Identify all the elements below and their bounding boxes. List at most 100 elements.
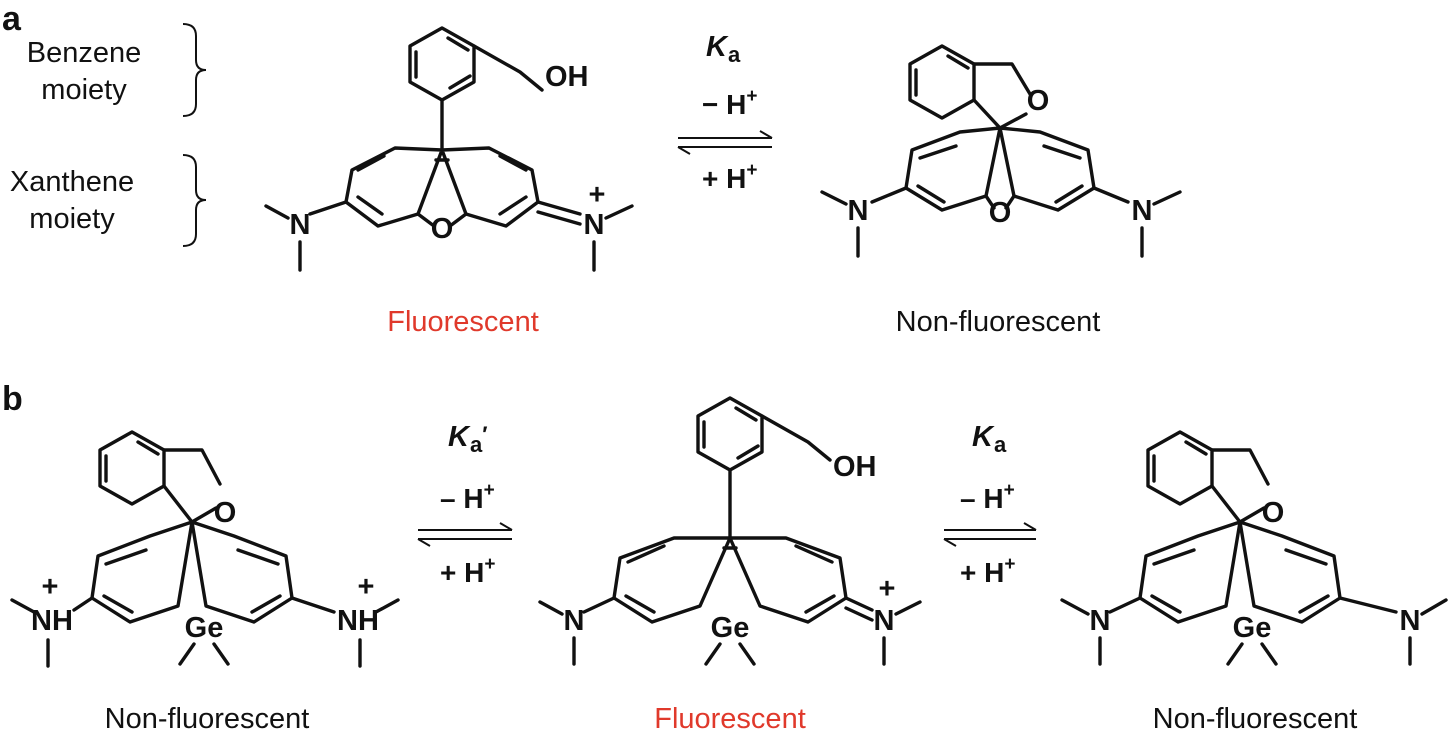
molecule-open-rhodamine: OH O N N + (264, 26, 634, 272)
left-ammonium-methyls (10, 598, 50, 668)
ch2oh-chain (760, 414, 832, 462)
iminium-charge: + (589, 179, 606, 211)
xanthene-moiety-label-line1: Xanthene (10, 166, 134, 198)
germanium-label: Ge (185, 612, 224, 644)
xanthene-moiety-brace (182, 154, 207, 247)
left-ammonium-bond (72, 596, 94, 612)
hydroxyl-label: OH (833, 451, 877, 483)
right-ammonium-methyls (358, 598, 400, 668)
benzene-moiety-brace (182, 23, 207, 117)
benzene-double-bonds (702, 406, 760, 460)
right-iminium-methyls (592, 204, 634, 272)
left-amine-methyls (538, 600, 576, 666)
xanthene-double-bonds (356, 154, 528, 216)
iminium-charge: + (879, 573, 896, 605)
lactone-ring (1210, 448, 1270, 524)
germanium-label: Ge (1233, 612, 1272, 644)
xanthene-double-bonds (916, 144, 1084, 204)
reverse-arrow-1[interactable] (417, 538, 512, 547)
ge-methyls (1226, 642, 1278, 666)
left-amine-n: N (564, 605, 585, 637)
iminium-double-bond (536, 200, 582, 226)
ring-oxygen-bonds (416, 212, 468, 228)
left-amine-bond (582, 596, 616, 614)
left-amine-bond (870, 186, 908, 204)
benzene-ring (908, 44, 976, 120)
right-amine-n: N (1400, 605, 1421, 637)
ring-double-bonds (102, 548, 282, 614)
reverse-arrow-2[interactable] (943, 538, 1036, 547)
equilibrium-arrows-a: Ka − H+ + H+ (677, 31, 773, 194)
benzene-double-bonds (1152, 440, 1208, 483)
forward-arrow[interactable] (678, 130, 773, 139)
ring-oxygen-label: O (989, 197, 1012, 229)
left-amine-methyls (1060, 598, 1102, 666)
benzene-ring (1146, 430, 1214, 506)
right-amine-bond (1092, 186, 1130, 204)
right-amine-bond (1338, 596, 1398, 614)
caption-right-non-fluorescent: Non-fluorescent (1153, 703, 1358, 735)
hydroxyl-label: OH (545, 61, 589, 93)
reverse-arrow[interactable] (677, 146, 772, 155)
left-amine-n: N (290, 209, 311, 241)
reverse-condition-2: + H+ (960, 554, 1015, 588)
left-ammonium-charge: + (42, 571, 59, 603)
ring-oxygen-label: O (431, 213, 454, 245)
benzene-ring (98, 430, 166, 506)
ring-double-bonds (624, 544, 836, 614)
panel-a-label: a (2, 0, 22, 38)
lactone-ring (162, 448, 222, 524)
ring-oxygen-bonds (984, 194, 1016, 210)
right-iminium-methyls (882, 600, 922, 666)
benzene-double-bonds (414, 36, 472, 90)
forward-arrow-1[interactable] (418, 522, 513, 531)
right-amine-methyls (1408, 598, 1448, 666)
benzene-double-bonds (104, 440, 160, 483)
molecule-dication-spiro: O Ge NH + NH + (10, 430, 400, 668)
panel-b: b O Ge NH + NH + Ka′ – H+ + H+ (2, 380, 1448, 735)
forward-arrow-2[interactable] (944, 522, 1037, 531)
left-amine-n: N (848, 195, 869, 227)
left-ammonium-nh: NH (31, 605, 73, 637)
reverse-condition: + H+ (702, 160, 757, 194)
germanium-label: Ge (711, 612, 750, 644)
forward-condition-2: – H+ (960, 480, 1015, 514)
benzene-moiety-label-line1: Benzene (27, 37, 142, 69)
molecule-neutral-spiro: O Ge N N (1060, 430, 1448, 666)
benzene-ring (696, 396, 764, 472)
ka-label-b: Ka (972, 421, 1007, 457)
caption-fluorescent: Fluorescent (387, 306, 539, 338)
caption-non-fluorescent: Non-fluorescent (896, 306, 1101, 338)
panel-a: a Benzene moiety Xanthene moiety OH O N … (2, 0, 1182, 338)
iminium-double-bond (844, 596, 874, 622)
equilibrium-arrows-b2: Ka – H+ + H+ (943, 421, 1037, 588)
ring-double-bonds (1150, 548, 1330, 614)
benzene-double-bonds (914, 54, 970, 97)
lactone-ring (972, 62, 1032, 130)
left-amine-methyls (820, 190, 860, 258)
lactone-oxygen: O (1027, 85, 1050, 117)
benzene-ring (408, 26, 476, 102)
right-iminium-n: N (874, 605, 895, 637)
lactone-oxygen: O (214, 497, 237, 529)
right-amine-n: N (1132, 195, 1153, 227)
reverse-condition-1: + H+ (440, 554, 495, 588)
lactone-oxygen: O (1262, 497, 1285, 529)
caption-middle-fluorescent: Fluorescent (654, 703, 806, 735)
molecule-open-ge-form: OH Ge N N + (538, 396, 922, 666)
ka-prime-label: Ka′ (448, 421, 487, 457)
caption-left-non-fluorescent: Non-fluorescent (105, 703, 310, 735)
ch2oh-chain (472, 44, 544, 92)
equilibrium-arrows-b1: Ka′ – H+ + H+ (417, 421, 513, 588)
forward-condition-1: – H+ (440, 480, 495, 514)
xanthene-moiety-label-line2: moiety (29, 203, 115, 235)
right-ammonium-nh: NH (337, 605, 379, 637)
panel-b-label: b (2, 380, 23, 418)
left-amine-n: N (1090, 605, 1111, 637)
right-iminium-n: N (584, 209, 605, 241)
forward-condition: − H+ (702, 86, 757, 120)
ge-methyls (704, 642, 756, 666)
benzene-moiety-label-line2: moiety (41, 74, 127, 106)
ge-methyls (178, 642, 230, 666)
